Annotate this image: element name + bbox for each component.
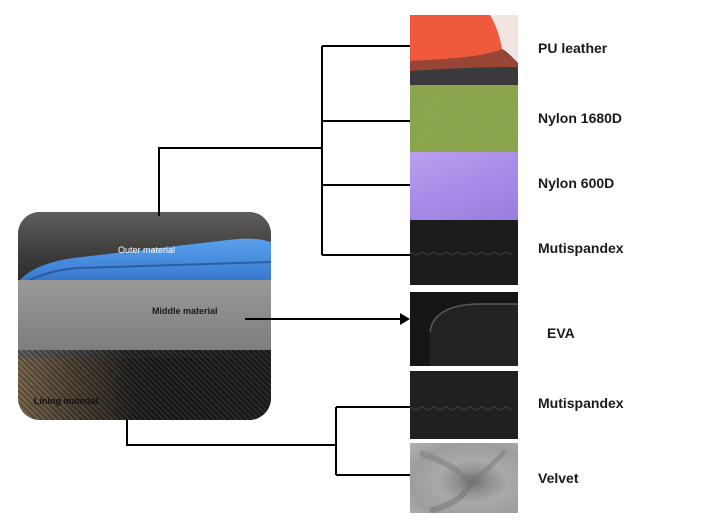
middle-arrow-head <box>400 313 410 325</box>
lining-connector <box>127 420 336 445</box>
outer-connector <box>159 148 322 216</box>
